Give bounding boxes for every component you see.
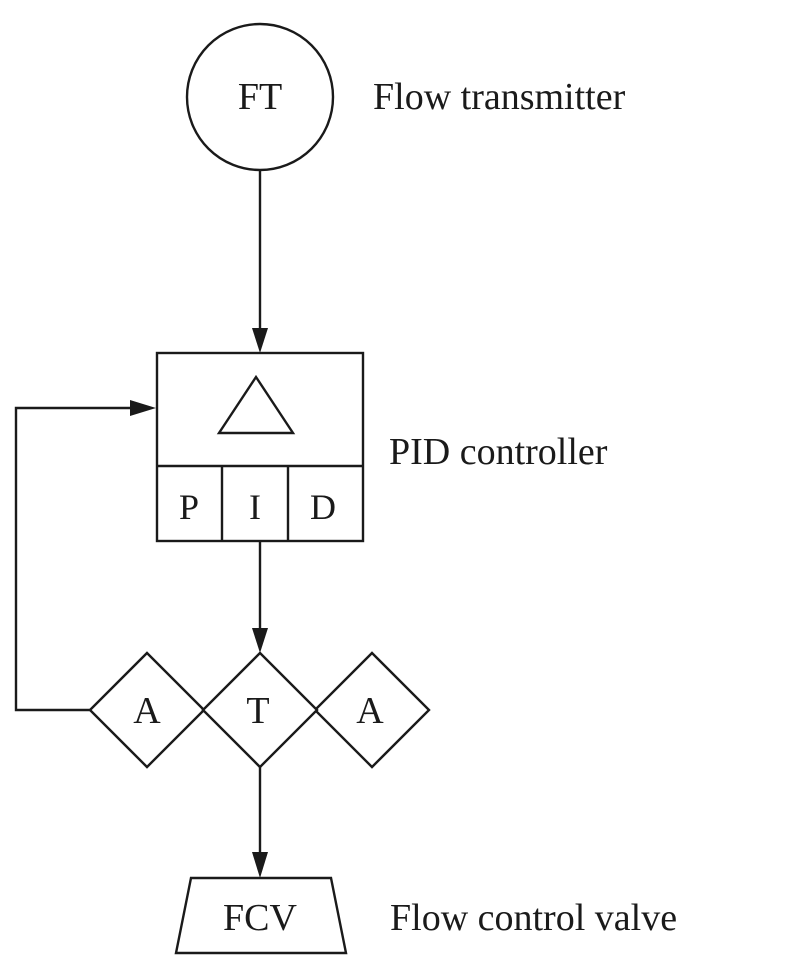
flow-control-valve-node: FCV bbox=[174, 876, 348, 955]
controller-cell-proportional: P bbox=[179, 487, 199, 527]
arrowhead-icon bbox=[252, 628, 268, 653]
flow-control-valve-symbol: FCV bbox=[223, 897, 297, 939]
delta-triangle-icon bbox=[216, 374, 296, 435]
flow-control-valve-caption: Flow control valve bbox=[390, 897, 677, 939]
flow-control-valve-trapezoid bbox=[174, 876, 348, 955]
controller-cell-integral: I bbox=[249, 487, 261, 527]
right-converter-label: A bbox=[356, 690, 384, 732]
flow-transmitter-caption: Flow transmitter bbox=[373, 76, 626, 118]
pid-controller-caption: PID controller bbox=[389, 431, 608, 473]
converter-chain: A T A bbox=[88, 651, 431, 769]
pid-controller-node: P I D bbox=[155, 351, 365, 543]
flow-transmitter-symbol: FT bbox=[238, 76, 282, 118]
left-converter-diamond bbox=[88, 651, 206, 769]
arrow-controller-to-converter bbox=[252, 541, 268, 653]
arrowhead-icon bbox=[252, 328, 268, 353]
arrowhead-icon bbox=[252, 852, 268, 878]
flow-transmitter-node: FT bbox=[185, 22, 335, 172]
controller-cell-derivative: D bbox=[310, 487, 336, 527]
left-converter-label: A bbox=[133, 690, 161, 732]
right-converter-diamond bbox=[313, 651, 431, 769]
arrow-converter-to-valve bbox=[252, 767, 268, 878]
feedback-line bbox=[14, 406, 132, 712]
arrowhead-icon bbox=[130, 400, 156, 416]
arrow-ft-to-controller bbox=[252, 170, 268, 353]
center-converter-label: T bbox=[246, 690, 269, 732]
feedback-loop-arrow bbox=[14, 400, 156, 712]
